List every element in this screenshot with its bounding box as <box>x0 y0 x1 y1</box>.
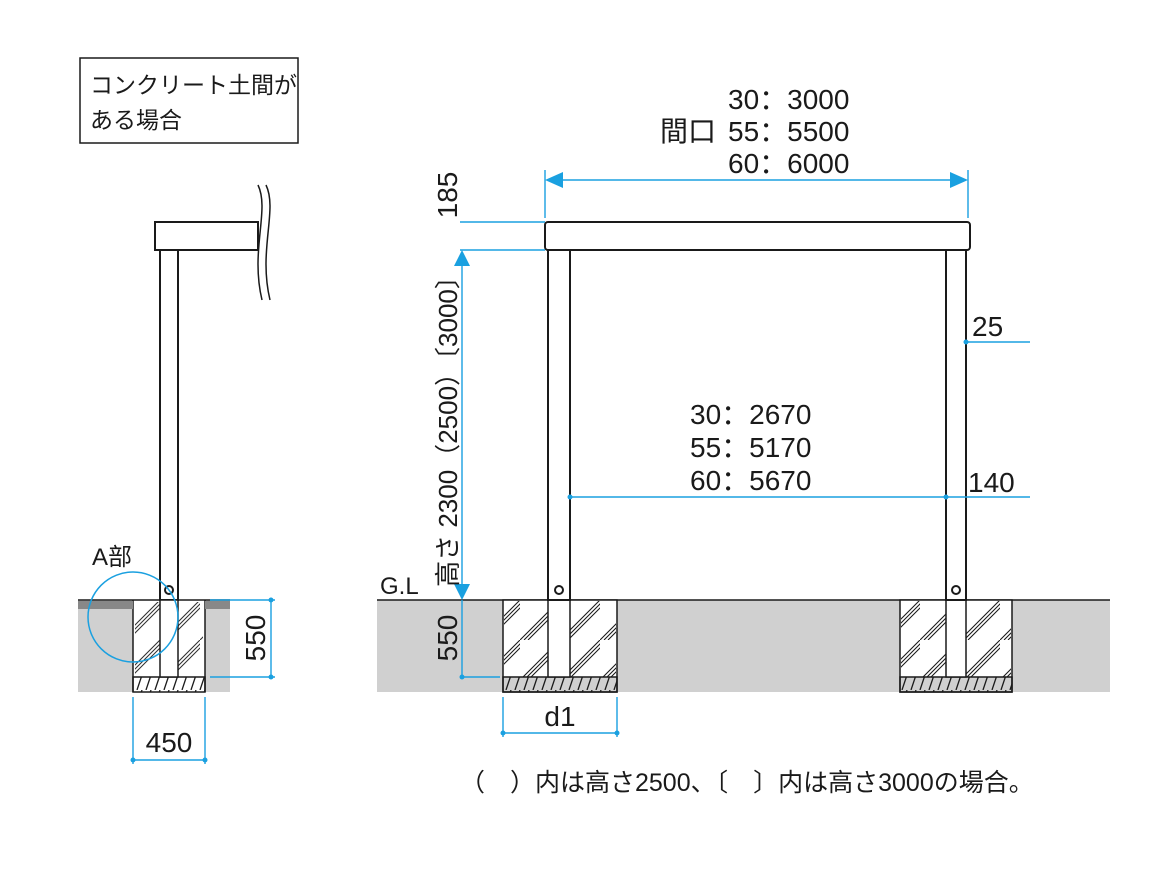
foundation-left <box>502 599 618 693</box>
frontage-55: 55：5500 <box>728 116 849 147</box>
foundation-width-label: d1 <box>544 701 575 732</box>
detail-a-circle <box>87 571 179 663</box>
frontage-label: 間口 <box>660 116 716 147</box>
post-left <box>547 249 571 601</box>
inner-span-30: 30：2670 <box>690 399 811 430</box>
post-offset-label: 25 <box>972 311 1003 342</box>
roof-beam <box>544 221 971 251</box>
gravel-base <box>132 676 206 693</box>
bolt-icon <box>951 585 961 595</box>
gl-label: G.L <box>380 573 419 600</box>
inner-span-55: 55：5170 <box>690 432 811 463</box>
inner-span-60: 60：5670 <box>690 465 811 496</box>
depth-label: 550 <box>432 615 463 662</box>
post-right <box>945 249 967 601</box>
left-side-view: A部 550 450 <box>78 184 275 764</box>
bolt-icon <box>554 585 564 595</box>
frontage-30: 30：3000 <box>728 84 849 115</box>
note-line1: コンクリート土間が <box>90 72 297 98</box>
detail-a-label: A部 <box>92 544 132 571</box>
foundation-right <box>899 599 1013 693</box>
left-post <box>159 249 179 601</box>
height-label: 高さ 2300（2500）〔3000〕 <box>433 263 463 587</box>
left-beam <box>154 221 259 251</box>
left-width-label: 450 <box>146 727 193 758</box>
post-size-label: 140 <box>968 467 1015 498</box>
footnote: （ ）内は高さ2500、〔 〕内は高さ3000の場合。 <box>460 769 1034 797</box>
front-view: 間口 30：3000 55：5500 60：6000 185 高さ 2300（2… <box>377 84 1110 737</box>
break-line <box>257 184 271 301</box>
beam-height-label: 185 <box>432 172 463 219</box>
frontage-60: 60：6000 <box>728 148 849 179</box>
note-box: コンクリート土間が ある場合 <box>79 57 299 144</box>
bolt-icon <box>164 585 174 595</box>
left-depth-label: 550 <box>240 615 271 662</box>
note-line2: ある場合 <box>90 107 182 133</box>
